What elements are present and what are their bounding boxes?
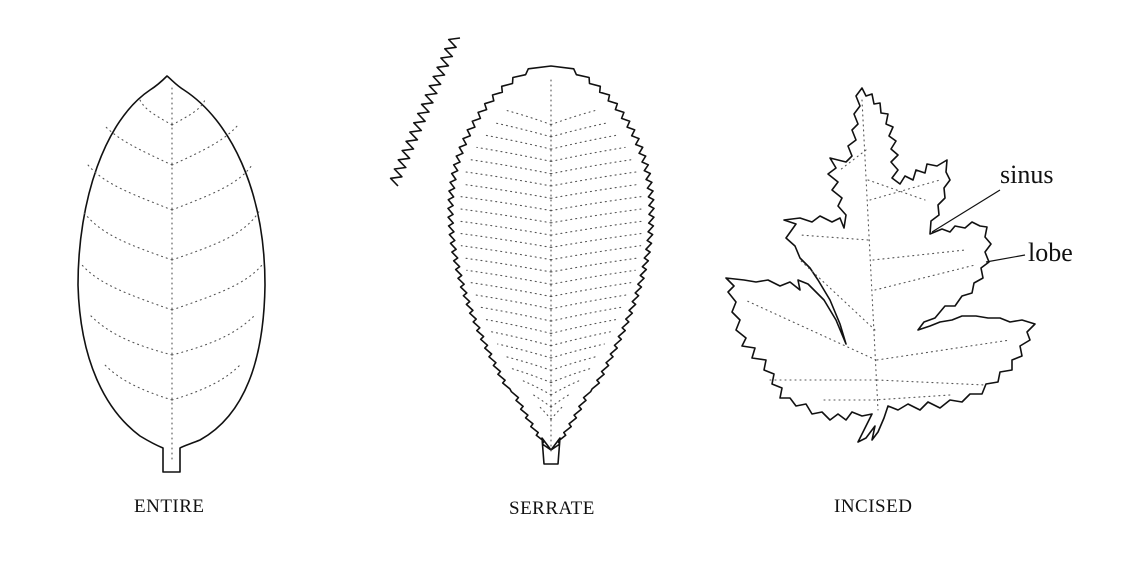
caption-incised: INCISED bbox=[834, 496, 913, 517]
serrate-secondary-vein bbox=[462, 183, 552, 199]
serrate-secondary-vein bbox=[550, 196, 643, 212]
serrate-secondary-vein bbox=[550, 331, 612, 347]
serrate-secondary-vein bbox=[550, 306, 623, 322]
serrate-secondary-vein bbox=[463, 257, 552, 273]
lobe-leader-line bbox=[985, 254, 1026, 263]
serrate-secondary-vein bbox=[479, 306, 552, 322]
serrate-secondary-vein bbox=[550, 159, 632, 175]
caption-serrate: SERRATE bbox=[509, 498, 595, 519]
serrate-secondary-vein bbox=[550, 380, 580, 396]
serrate-secondary-vein bbox=[470, 159, 552, 175]
label-sinus: sinus bbox=[1000, 160, 1054, 189]
serrate-secondary-vein bbox=[550, 122, 608, 138]
serrate-secondary-vein bbox=[550, 134, 618, 150]
serrate-secondary-vein bbox=[458, 208, 552, 224]
serrate-secondary-vein bbox=[484, 134, 552, 150]
serrate-secondary-vein bbox=[459, 232, 552, 248]
serrate-secondary-vein bbox=[550, 208, 644, 224]
serrate-secondary-vein bbox=[550, 183, 640, 199]
serrate-secondary-vein bbox=[550, 282, 633, 298]
entire-leaf bbox=[77, 75, 266, 473]
serrate-secondary-vein bbox=[474, 294, 552, 310]
serrate-secondary-vein bbox=[459, 196, 552, 212]
serrate-secondary-vein bbox=[550, 404, 565, 420]
serrate-secondary-vein bbox=[550, 368, 591, 384]
serrate-secondary-vein bbox=[550, 245, 642, 261]
caption-entire: ENTIRE bbox=[134, 496, 205, 517]
serrate-secondary-vein bbox=[550, 232, 643, 248]
serrate-secondary-vein bbox=[494, 122, 552, 138]
serrate-secondary-vein bbox=[484, 318, 552, 334]
serrate-secondary-vein bbox=[550, 294, 628, 310]
serrate-secondary-vein bbox=[460, 245, 552, 261]
incised-leaf bbox=[725, 87, 1036, 443]
serrate-secondary-vein bbox=[458, 220, 552, 236]
label-lobe: lobe bbox=[1028, 238, 1073, 267]
serrate-secondary-vein bbox=[469, 282, 552, 298]
serrate-secondary-vein bbox=[550, 355, 599, 371]
sinus-leader-line bbox=[931, 189, 1001, 233]
serrate-secondary-vein bbox=[497, 343, 552, 359]
serrate-margin-detail bbox=[389, 37, 461, 187]
serrate-leaf bbox=[389, 37, 655, 465]
serrate-secondary-vein bbox=[550, 343, 605, 359]
serrate-secondary-vein bbox=[550, 220, 644, 236]
serrate-secondary-vein bbox=[537, 404, 552, 420]
incised-leaf-outline bbox=[725, 87, 1036, 443]
serrate-secondary-vein bbox=[490, 331, 552, 347]
serrate-secondary-vein bbox=[511, 368, 552, 384]
serrate-secondary-vein bbox=[550, 257, 639, 273]
serrate-secondary-vein bbox=[550, 318, 618, 334]
serrate-secondary-vein bbox=[503, 355, 552, 371]
serrate-secondary-vein bbox=[522, 380, 552, 396]
